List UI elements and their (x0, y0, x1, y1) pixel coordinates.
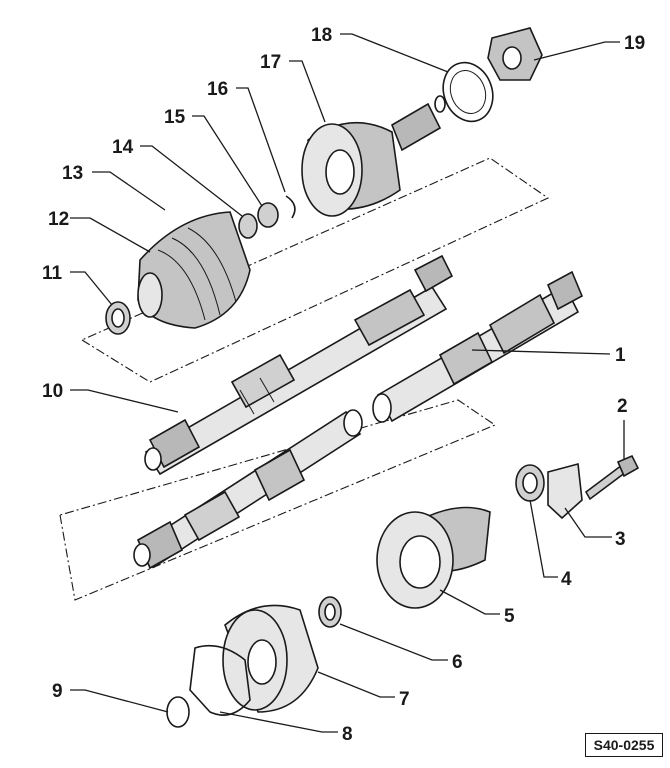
callout-1: 1 (615, 345, 626, 366)
clamp-upper (105, 301, 131, 335)
callout-8: 8 (342, 724, 353, 745)
shaft-lower-right (372, 270, 584, 423)
joint-boot-upper (137, 211, 251, 329)
callout-10: 10 (42, 381, 63, 402)
part-15-ring (257, 202, 279, 228)
callout-15: 15 (164, 107, 186, 128)
part-2-bolt (584, 454, 640, 501)
callout-19: 19 (624, 33, 645, 54)
part-4-clamp (515, 464, 545, 502)
part-19-nut (487, 27, 543, 81)
shaft-lower-left (133, 409, 363, 570)
part-8-gasket (189, 644, 251, 716)
callout-3: 3 (615, 529, 626, 550)
callout-11: 11 (42, 263, 63, 284)
lower-assembly-plane (59, 399, 497, 601)
callout-18: 18 (311, 25, 332, 46)
callout-5: 5 (504, 606, 515, 627)
part-18-retaining-ring (442, 61, 494, 123)
part-16-circlip (285, 195, 296, 219)
leader-lines (70, 33, 625, 733)
callout-6: 6 (452, 652, 463, 673)
callout-13: 13 (62, 163, 83, 184)
callout-14: 14 (112, 137, 134, 158)
callout-17: 17 (260, 52, 281, 73)
part-6-washer (318, 596, 342, 628)
part-14-washer (238, 213, 258, 239)
outer-cv-joint (301, 95, 446, 217)
callout-2: 2 (617, 396, 628, 417)
callout-9: 9 (52, 681, 63, 702)
callout-7: 7 (399, 689, 410, 710)
part-5-boot-flange (376, 506, 491, 609)
callout-12: 12 (48, 209, 69, 230)
upper-assembly-plane (80, 157, 550, 383)
part-3-plate (547, 462, 583, 520)
callout-16: 16 (207, 79, 228, 100)
callout-4: 4 (561, 569, 572, 590)
shaft-upper (144, 254, 454, 476)
figure-id-label: S40-0255 (585, 733, 663, 757)
part-7-inner-cv-joint (222, 604, 319, 713)
part-9-circlip (166, 696, 190, 728)
